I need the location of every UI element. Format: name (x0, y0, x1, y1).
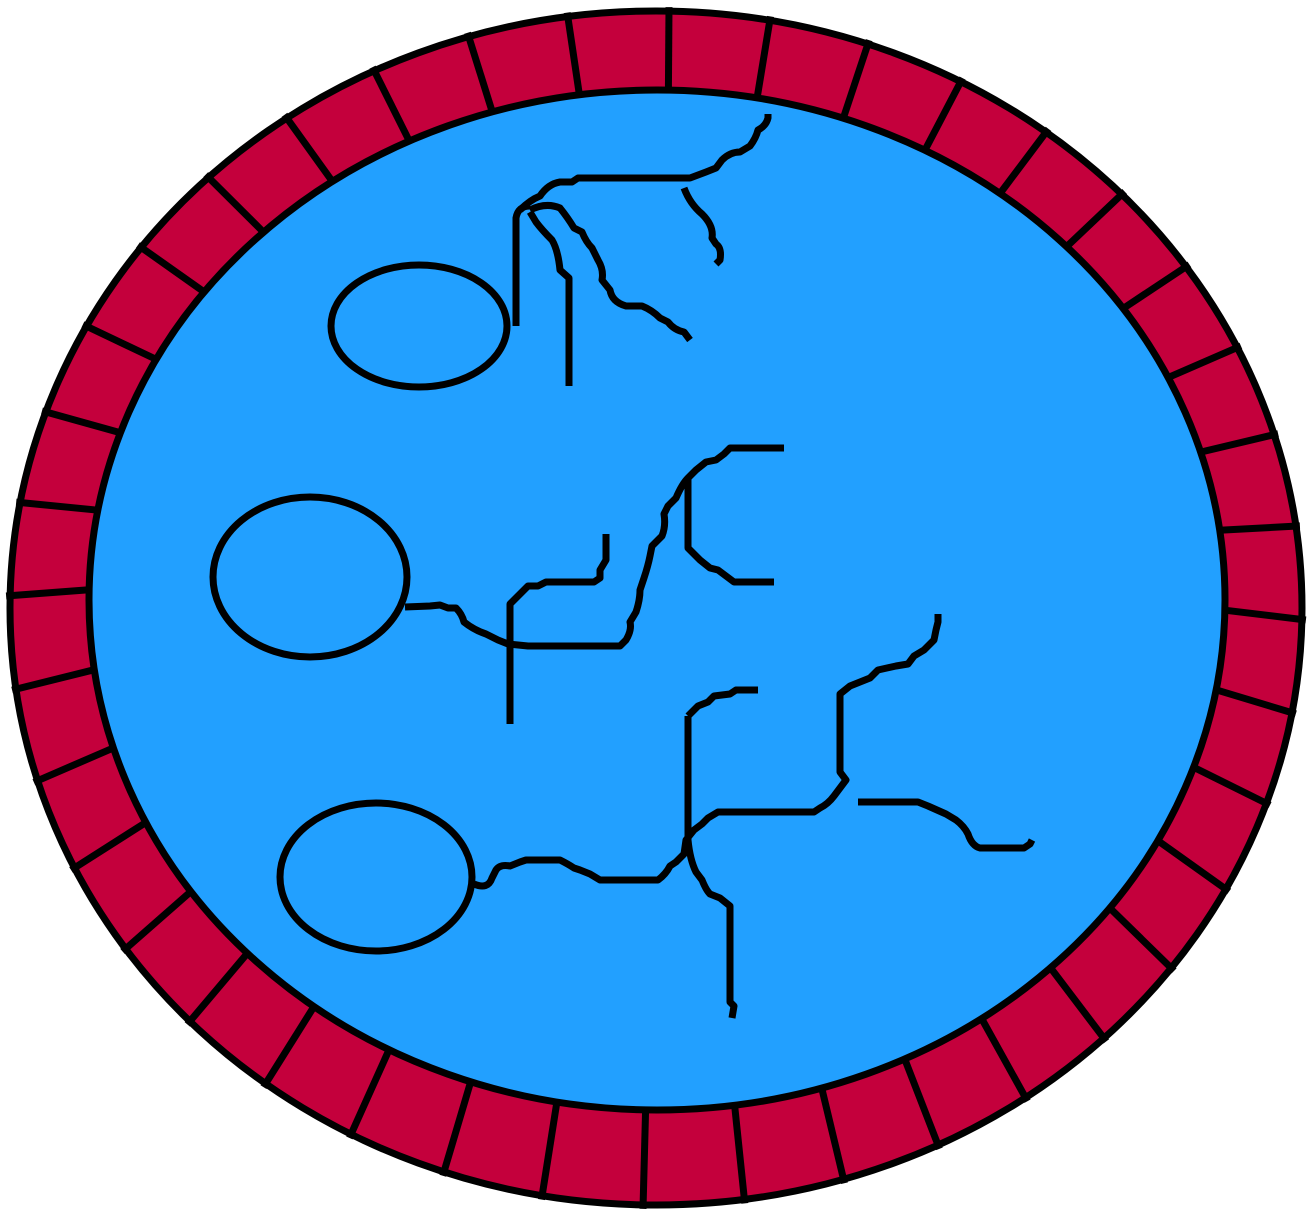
rim-divider (643, 1110, 646, 1209)
rim-divider (668, 7, 669, 90)
inner-region (89, 90, 1225, 1110)
rim-divider (1220, 526, 1300, 530)
